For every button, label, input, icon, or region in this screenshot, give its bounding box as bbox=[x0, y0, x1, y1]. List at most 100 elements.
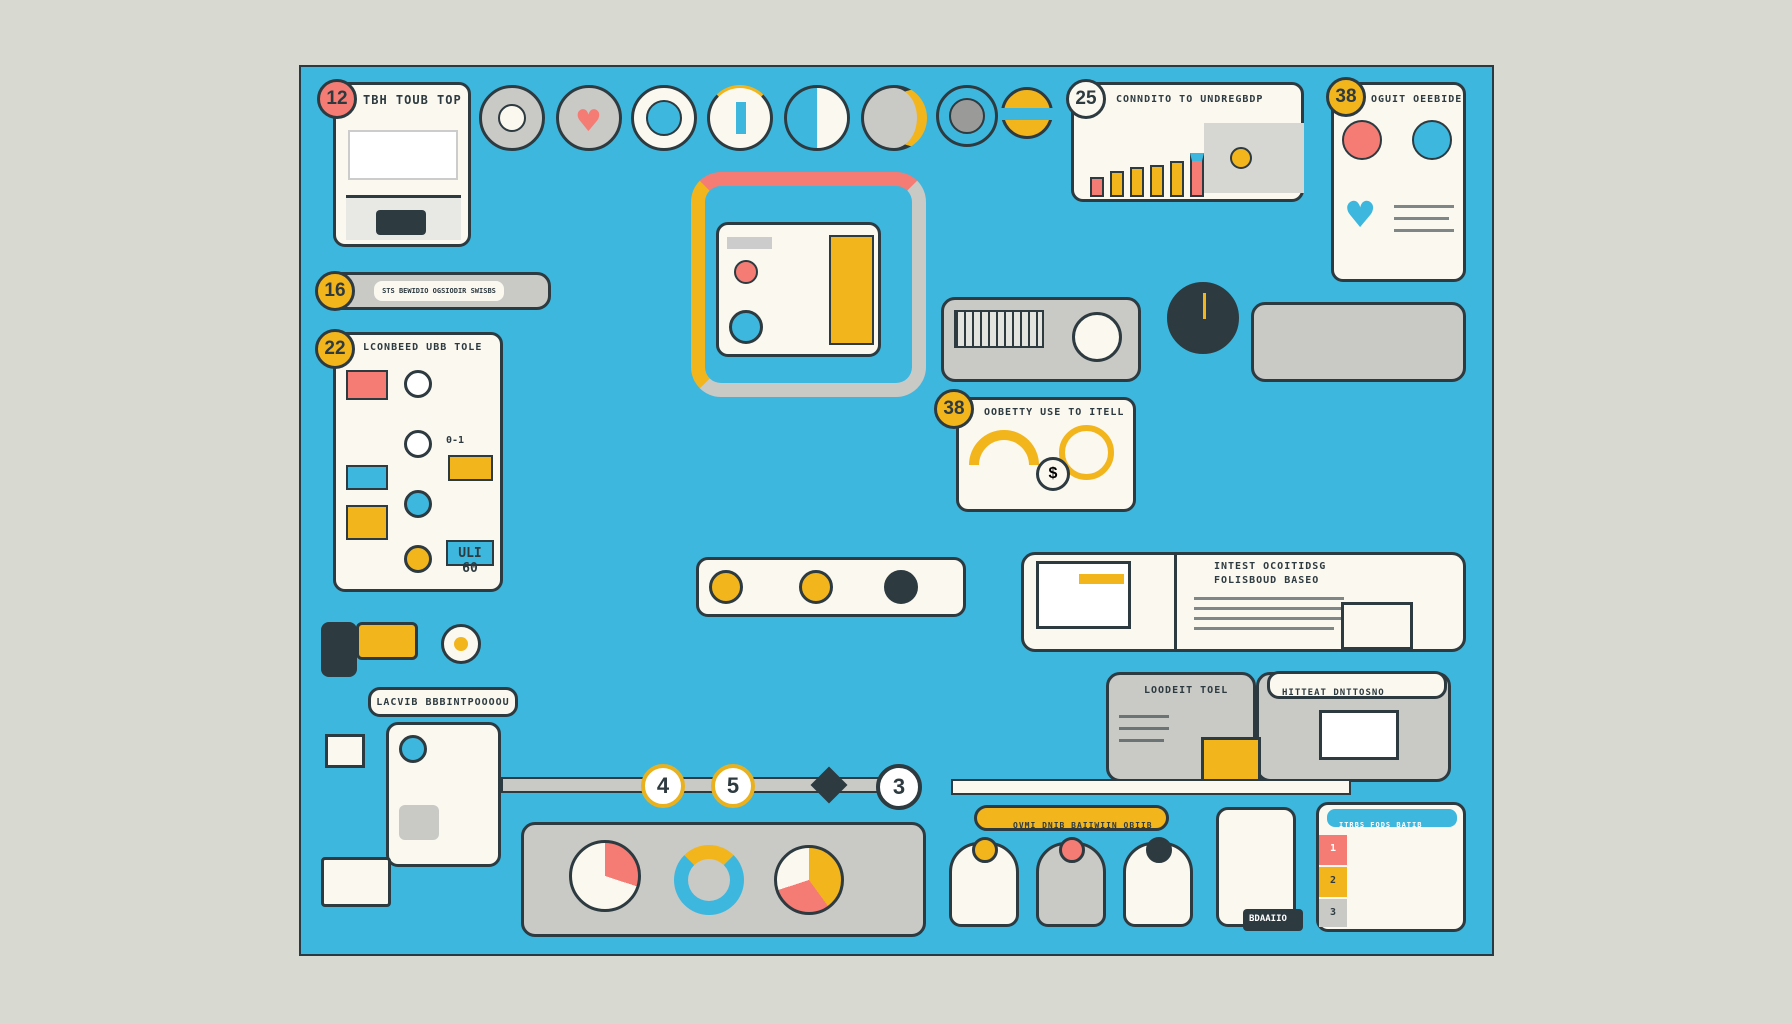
usage-title: OOBETTY USE TO ITELL bbox=[984, 407, 1125, 418]
dashboard-card bbox=[716, 222, 881, 357]
lock-icon bbox=[321, 622, 357, 677]
chart-bar bbox=[1090, 177, 1104, 197]
pin-card bbox=[1123, 837, 1193, 927]
note-card bbox=[1216, 807, 1296, 927]
step-3[interactable]: 3 bbox=[876, 764, 922, 810]
tool-circle-icon bbox=[404, 370, 432, 398]
computer-icon bbox=[1341, 602, 1413, 650]
tools-title: LCONBEED UBB TOLE bbox=[363, 342, 483, 353]
http-card: HITTEAT DNTTOSNO bbox=[1256, 671, 1451, 782]
tool-item bbox=[346, 505, 388, 540]
pie-chart-icon bbox=[774, 845, 844, 915]
usage-card bbox=[956, 397, 1136, 512]
http-title: HITTEAT DNTTOSNO bbox=[1282, 688, 1385, 698]
chat-circle-icon bbox=[936, 85, 998, 147]
list-item[interactable]: 1 bbox=[1319, 835, 1347, 865]
chart-bar bbox=[1170, 161, 1184, 197]
intest-title: INTEST OCOITIDSG bbox=[1214, 561, 1327, 572]
connect-widget bbox=[1204, 123, 1304, 193]
diamond-node bbox=[810, 766, 848, 804]
tool-value-display: ULI 60 bbox=[446, 540, 494, 576]
step-5[interactable]: 5 bbox=[711, 764, 755, 808]
pie-icon bbox=[1412, 120, 1452, 160]
guide-badge: 38 bbox=[1326, 77, 1366, 117]
lens-icon bbox=[1072, 312, 1122, 362]
connect-badge: 25 bbox=[1066, 79, 1106, 119]
chart-bar bbox=[1150, 165, 1164, 197]
monitor-icon bbox=[1036, 561, 1131, 629]
half-circle-icon bbox=[784, 85, 850, 151]
infographic-board: 12 TBH TOUB TOP ♥ 25 CONNDITO TO UNDREGB… bbox=[299, 65, 1494, 956]
keyboard-device bbox=[941, 297, 1141, 382]
dashboard-panel bbox=[829, 235, 874, 345]
tool-circle-icon bbox=[404, 545, 432, 573]
list-title: ITRBS FODS BATIB bbox=[1339, 821, 1423, 829]
pie-icon bbox=[1342, 120, 1382, 160]
compass-circle-icon bbox=[707, 85, 773, 151]
ovmi-bar[interactable]: OVMI DNIB BAIIWIIN OBIIB bbox=[974, 805, 1169, 831]
pie-chart-icon bbox=[569, 840, 641, 912]
guide-title: OGUIT OEEBIDE bbox=[1371, 94, 1463, 105]
app-icon bbox=[399, 805, 439, 840]
search-badge: 16 bbox=[315, 271, 355, 311]
tour-screen bbox=[348, 130, 458, 180]
connect-title: CONNDITO TO UNDREGBDP bbox=[1116, 94, 1264, 105]
sun-icon bbox=[799, 570, 833, 604]
sun-icon bbox=[709, 570, 743, 604]
ticket-icon bbox=[356, 622, 418, 660]
laptop-icon bbox=[321, 857, 391, 907]
tools-badge: 22 bbox=[315, 329, 355, 369]
list-header: ITRBS FODS BATIB bbox=[1327, 809, 1457, 829]
mail-icon[interactable] bbox=[325, 734, 365, 768]
connect-bar-chart bbox=[1082, 145, 1212, 197]
heart-icon: ♥ bbox=[1344, 195, 1377, 236]
clock-icon bbox=[1167, 282, 1239, 354]
target-icon bbox=[729, 310, 763, 344]
step-4[interactable]: 4 bbox=[641, 764, 685, 808]
monitor-icon bbox=[1319, 710, 1399, 760]
pin-card bbox=[949, 837, 1019, 927]
tools-card: 0-1 ULI 60 bbox=[333, 332, 503, 592]
rainbow-icon bbox=[969, 430, 1039, 465]
yellow-ring-icon bbox=[998, 87, 1056, 139]
search-input[interactable]: STS BEWIDIO OGSIODIR SWISBS bbox=[374, 281, 504, 301]
pin-card bbox=[1036, 837, 1106, 927]
note-label: BDAAIIO bbox=[1243, 909, 1303, 931]
launch-card bbox=[386, 722, 501, 867]
dollar-icon: $ bbox=[1036, 457, 1070, 491]
http-label: HITTEAT DNTTOSNO bbox=[1267, 671, 1447, 699]
ideas-strip bbox=[696, 557, 966, 617]
tool-circle-icon bbox=[404, 430, 432, 458]
gauge-circle-icon bbox=[479, 85, 545, 151]
ovmi-title: OVMI DNIB BAIIWIIN OBIIB bbox=[1013, 821, 1153, 830]
connect-card bbox=[1071, 82, 1304, 202]
list-item[interactable]: 3 bbox=[1319, 899, 1347, 927]
logic-title: LOODEIT TOEL bbox=[1144, 685, 1229, 696]
lightbulb-icon bbox=[884, 570, 918, 604]
keyboard-icon bbox=[954, 310, 1044, 348]
tool-item bbox=[346, 465, 388, 490]
intest-subtitle: FOLISBOUD BASEO bbox=[1214, 575, 1320, 586]
car-icon bbox=[376, 210, 426, 235]
heart-circle-icon: ♥ bbox=[556, 85, 622, 151]
launch-label: LACVIB BBBINTPOOOOU bbox=[368, 687, 518, 717]
tool-item bbox=[448, 455, 493, 481]
chart-bar bbox=[1130, 167, 1144, 197]
tour-card bbox=[333, 82, 471, 247]
search-text: STS BEWIDIO OGSIODIR SWISBS bbox=[382, 287, 496, 295]
pie-card bbox=[521, 822, 926, 937]
timeline-track bbox=[951, 779, 1351, 795]
dial-circle-icon bbox=[861, 85, 927, 151]
search-bar[interactable]: STS BEWIDIO OGSIODIR SWISBS bbox=[321, 272, 551, 310]
list-card: ITRBS FODS BATIB 1 2 3 bbox=[1316, 802, 1466, 932]
donut-chart-icon bbox=[674, 845, 744, 915]
tour-badge: 12 bbox=[317, 79, 357, 119]
chart-bar bbox=[1190, 153, 1204, 197]
device-panel bbox=[1251, 302, 1466, 382]
node-circle bbox=[441, 624, 481, 664]
hook-circle-icon bbox=[631, 85, 697, 151]
list-item[interactable]: 2 bbox=[1319, 867, 1347, 897]
launch-title: LACVIB BBBINTPOOOOU bbox=[376, 696, 510, 708]
chart-bar bbox=[1110, 171, 1124, 197]
gear-icon bbox=[399, 735, 427, 763]
